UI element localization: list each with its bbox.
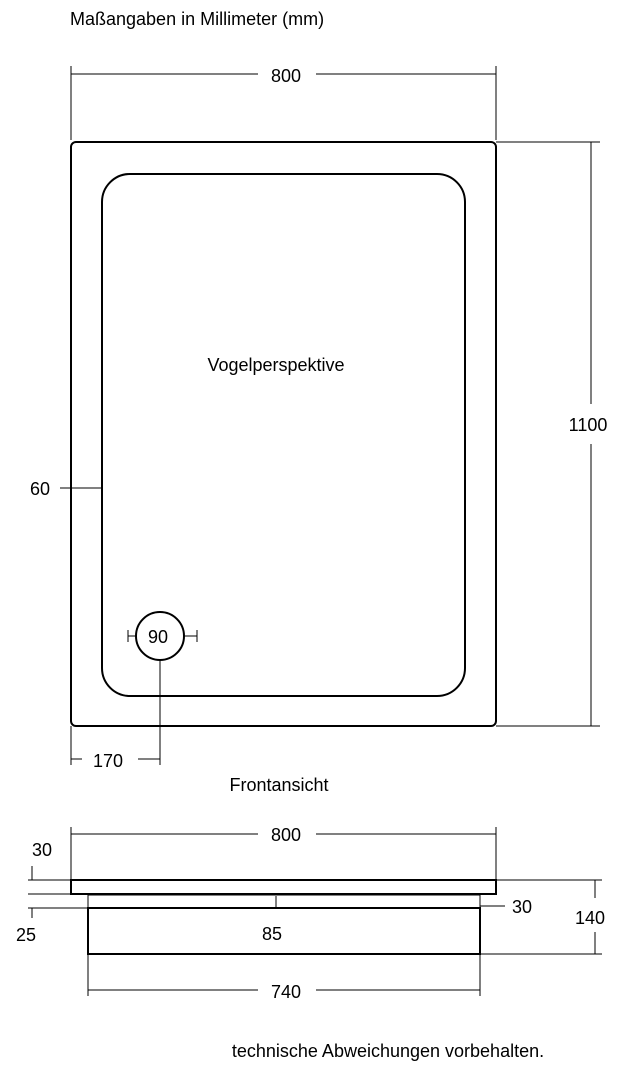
base-width-dimension: 740 (87, 954, 481, 1002)
rim-thickness-label: 30 (32, 840, 52, 860)
drain: 90 (127, 611, 198, 661)
front-width-dimension: 800 (70, 825, 497, 880)
top-view-label: Vogelperspektive (207, 355, 344, 375)
front-body (87, 907, 481, 955)
front-view-label: Frontansicht (229, 775, 328, 795)
body-height-label: 85 (262, 924, 282, 944)
top-width-label: 800 (271, 66, 301, 86)
step-label: 30 (512, 897, 532, 917)
tray-inner-basin (101, 173, 466, 697)
drain-diameter-label: 90 (148, 627, 168, 647)
base-width-label: 740 (271, 982, 301, 1002)
step-dimension: 30 (480, 897, 532, 917)
top-view: 800 Vogelperspektive 1100 60 90 (30, 66, 607, 771)
total-height-label: 140 (575, 908, 605, 928)
gap-dimension: 25 (16, 907, 88, 945)
drain-offset-dimension: 170 (70, 660, 161, 771)
top-length-label: 1100 (569, 415, 608, 435)
units-title: Maßangaben in Millimeter (mm) (70, 9, 324, 29)
top-length-dimension: 1100 (496, 141, 608, 727)
rim-dimension: 60 (30, 479, 102, 499)
front-width-label: 800 (271, 825, 301, 845)
gap-label: 25 (16, 925, 36, 945)
total-height-dimension: 140 (480, 879, 605, 955)
front-rim-slab (70, 879, 497, 895)
drain-offset-label: 170 (93, 751, 123, 771)
rim-thickness-dimension: 30 (28, 840, 71, 895)
rim-label: 60 (30, 479, 50, 499)
front-step-band (87, 894, 481, 909)
front-view: Frontansicht 800 85 30 25 (16, 775, 605, 1002)
tray-outer-outline (70, 141, 497, 727)
top-width-dimension: 800 (70, 66, 497, 140)
disclaimer-note: technische Abweichungen vorbehalten. (232, 1041, 544, 1061)
